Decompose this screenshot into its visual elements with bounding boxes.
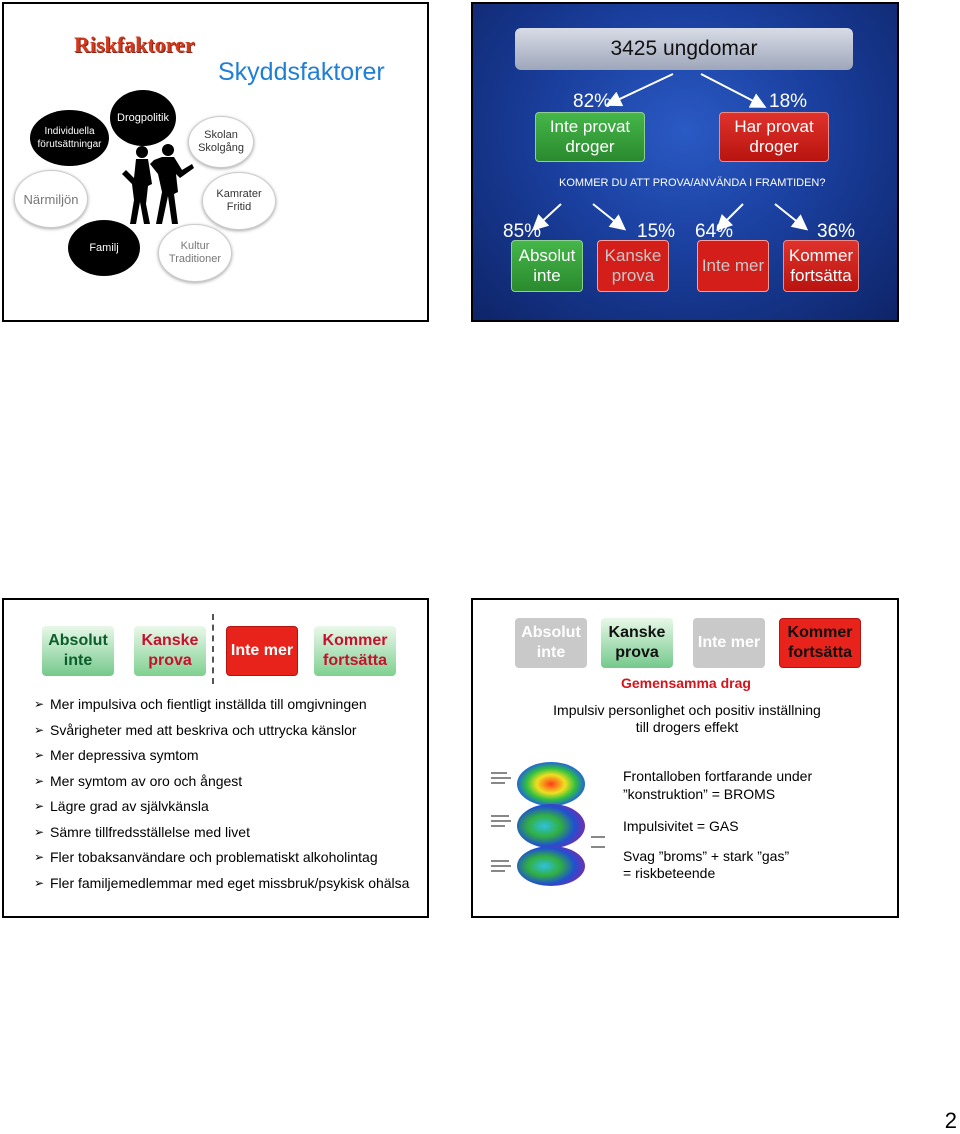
future-question: KOMMER DU ATT PROVA/ANVÄNDA I FRAMTIDEN? — [559, 177, 826, 189]
list-item: ➢Sämre tillfredsställelse med livet — [34, 823, 250, 840]
frontal-line-2: ”konstruktion” = BROMS — [623, 786, 776, 802]
pill-kommer-fortsatta: Kommer fortsätta — [314, 626, 396, 676]
pill-kanske-prova: Kanske prova — [601, 618, 673, 668]
pill-inte-mer: Inte mer — [226, 626, 298, 676]
youth-count-box: 3425 ungdomar — [515, 28, 853, 70]
frontal-line-1: Frontalloben fortfarande under — [623, 768, 813, 784]
list-item: ➢Mer symtom av oro och ångest — [34, 772, 243, 789]
oval-kamrater: Kamrater Fritid — [202, 172, 276, 230]
dancing-couple-icon — [122, 144, 194, 224]
slide-youth-statistics: 3425 ungdomar 82% Inte provat droger 18%… — [471, 2, 899, 322]
gemensamma-drag: Gemensamma drag — [621, 675, 751, 691]
outcome-pct-0: 85% — [503, 221, 542, 242]
impulsiv-line-1: Impulsiv personlighet och positiv instäl… — [553, 702, 821, 718]
har-provat-box: Har provat droger — [719, 112, 829, 162]
arrow-bullet-icon: ➢ — [34, 748, 45, 762]
slide-brain-development: Absolut inte Kanske prova Inte mer Komme… — [471, 598, 899, 918]
arrow-bullet-icon: ➢ — [34, 875, 45, 890]
outcome-kanske-prova: Kanske prova — [597, 240, 669, 292]
characteristics-list: ➢Mer impulsiva och fientligt inställda t… — [34, 694, 409, 898]
oval-individuella: Individuella förutsättningar — [30, 110, 109, 166]
outcome-pct-1: 15% — [637, 221, 676, 242]
flow-arrows — [532, 73, 809, 231]
oval-kultur: Kultur Traditioner — [158, 224, 232, 282]
inte-provat-box: Inte provat droger — [535, 112, 645, 162]
arrow-bullet-icon: ➢ — [34, 824, 45, 839]
impulsivitet-gas: Impulsivitet = GAS — [623, 818, 739, 834]
oval-skolan: Skolan Skolgång — [188, 116, 254, 168]
oval-drogpolitik: Drogpolitik — [110, 90, 176, 146]
oval-familj: Familj — [68, 220, 140, 276]
pill-kommer-fortsatta: Kommer fortsätta — [779, 618, 861, 668]
oval-narmiljon: Närmiljön — [14, 170, 88, 228]
protective-factors-title: Skyddsfaktorer — [218, 58, 385, 86]
pill-absolut-inte: Absolut inte — [515, 618, 587, 668]
pill-inte-mer: Inte mer — [693, 618, 765, 668]
slide-risk-factors: Riskfaktorer Skyddsfaktorer Individuella… — [2, 2, 429, 322]
risk-factors-title: Riskfaktorer — [74, 32, 195, 57]
outcome-pct-2: 64% — [695, 221, 734, 242]
outcome-absolut-inte: Absolut inte — [511, 240, 583, 292]
list-item: ➢Lägre grad av självkänsla — [34, 798, 209, 814]
list-item: ➢Fler tobaksanvändare och problematiskt … — [34, 849, 378, 865]
right-percent: 18% — [769, 91, 808, 112]
arrow-bullet-icon: ➢ — [34, 850, 45, 864]
outcome-pct-3: 36% — [817, 221, 856, 242]
pill-absolut-inte: Absolut inte — [42, 626, 114, 676]
pill-kanske-prova: Kanske prova — [134, 626, 206, 676]
list-item: ➢Mer impulsiva och fientligt inställda t… — [34, 696, 367, 712]
slide-characteristics: Absolut inte Kanske prova Inte mer Komme… — [2, 598, 429, 918]
impulsiv-line-2: till drogers effekt — [635, 719, 739, 735]
arrow-bullet-icon: ➢ — [34, 773, 45, 788]
svag-line-2: = riskbeteende — [623, 865, 716, 881]
arrow-bullet-icon: ➢ — [34, 799, 45, 813]
list-item: ➢Mer depressiva symtom — [34, 747, 199, 763]
arrow-bullet-icon: ➢ — [34, 722, 45, 737]
outcome-kommer-fortsatta: Kommer fortsätta — [783, 240, 859, 292]
arrow-bullet-icon: ➢ — [34, 697, 45, 711]
page-number: 2 — [944, 1108, 957, 1133]
svag-line-1: Svag ”broms” + stark ”gas” — [623, 848, 790, 864]
brain-scans-image — [491, 762, 605, 886]
list-item: ➢Fler familjemedlemmar med eget missbruk… — [34, 874, 410, 891]
dashed-divider — [212, 614, 214, 684]
left-percent: 82% — [573, 91, 612, 112]
list-item: ➢Svårigheter med att beskriva och uttryc… — [34, 721, 357, 738]
outcome-inte-mer: Inte mer — [697, 240, 769, 292]
